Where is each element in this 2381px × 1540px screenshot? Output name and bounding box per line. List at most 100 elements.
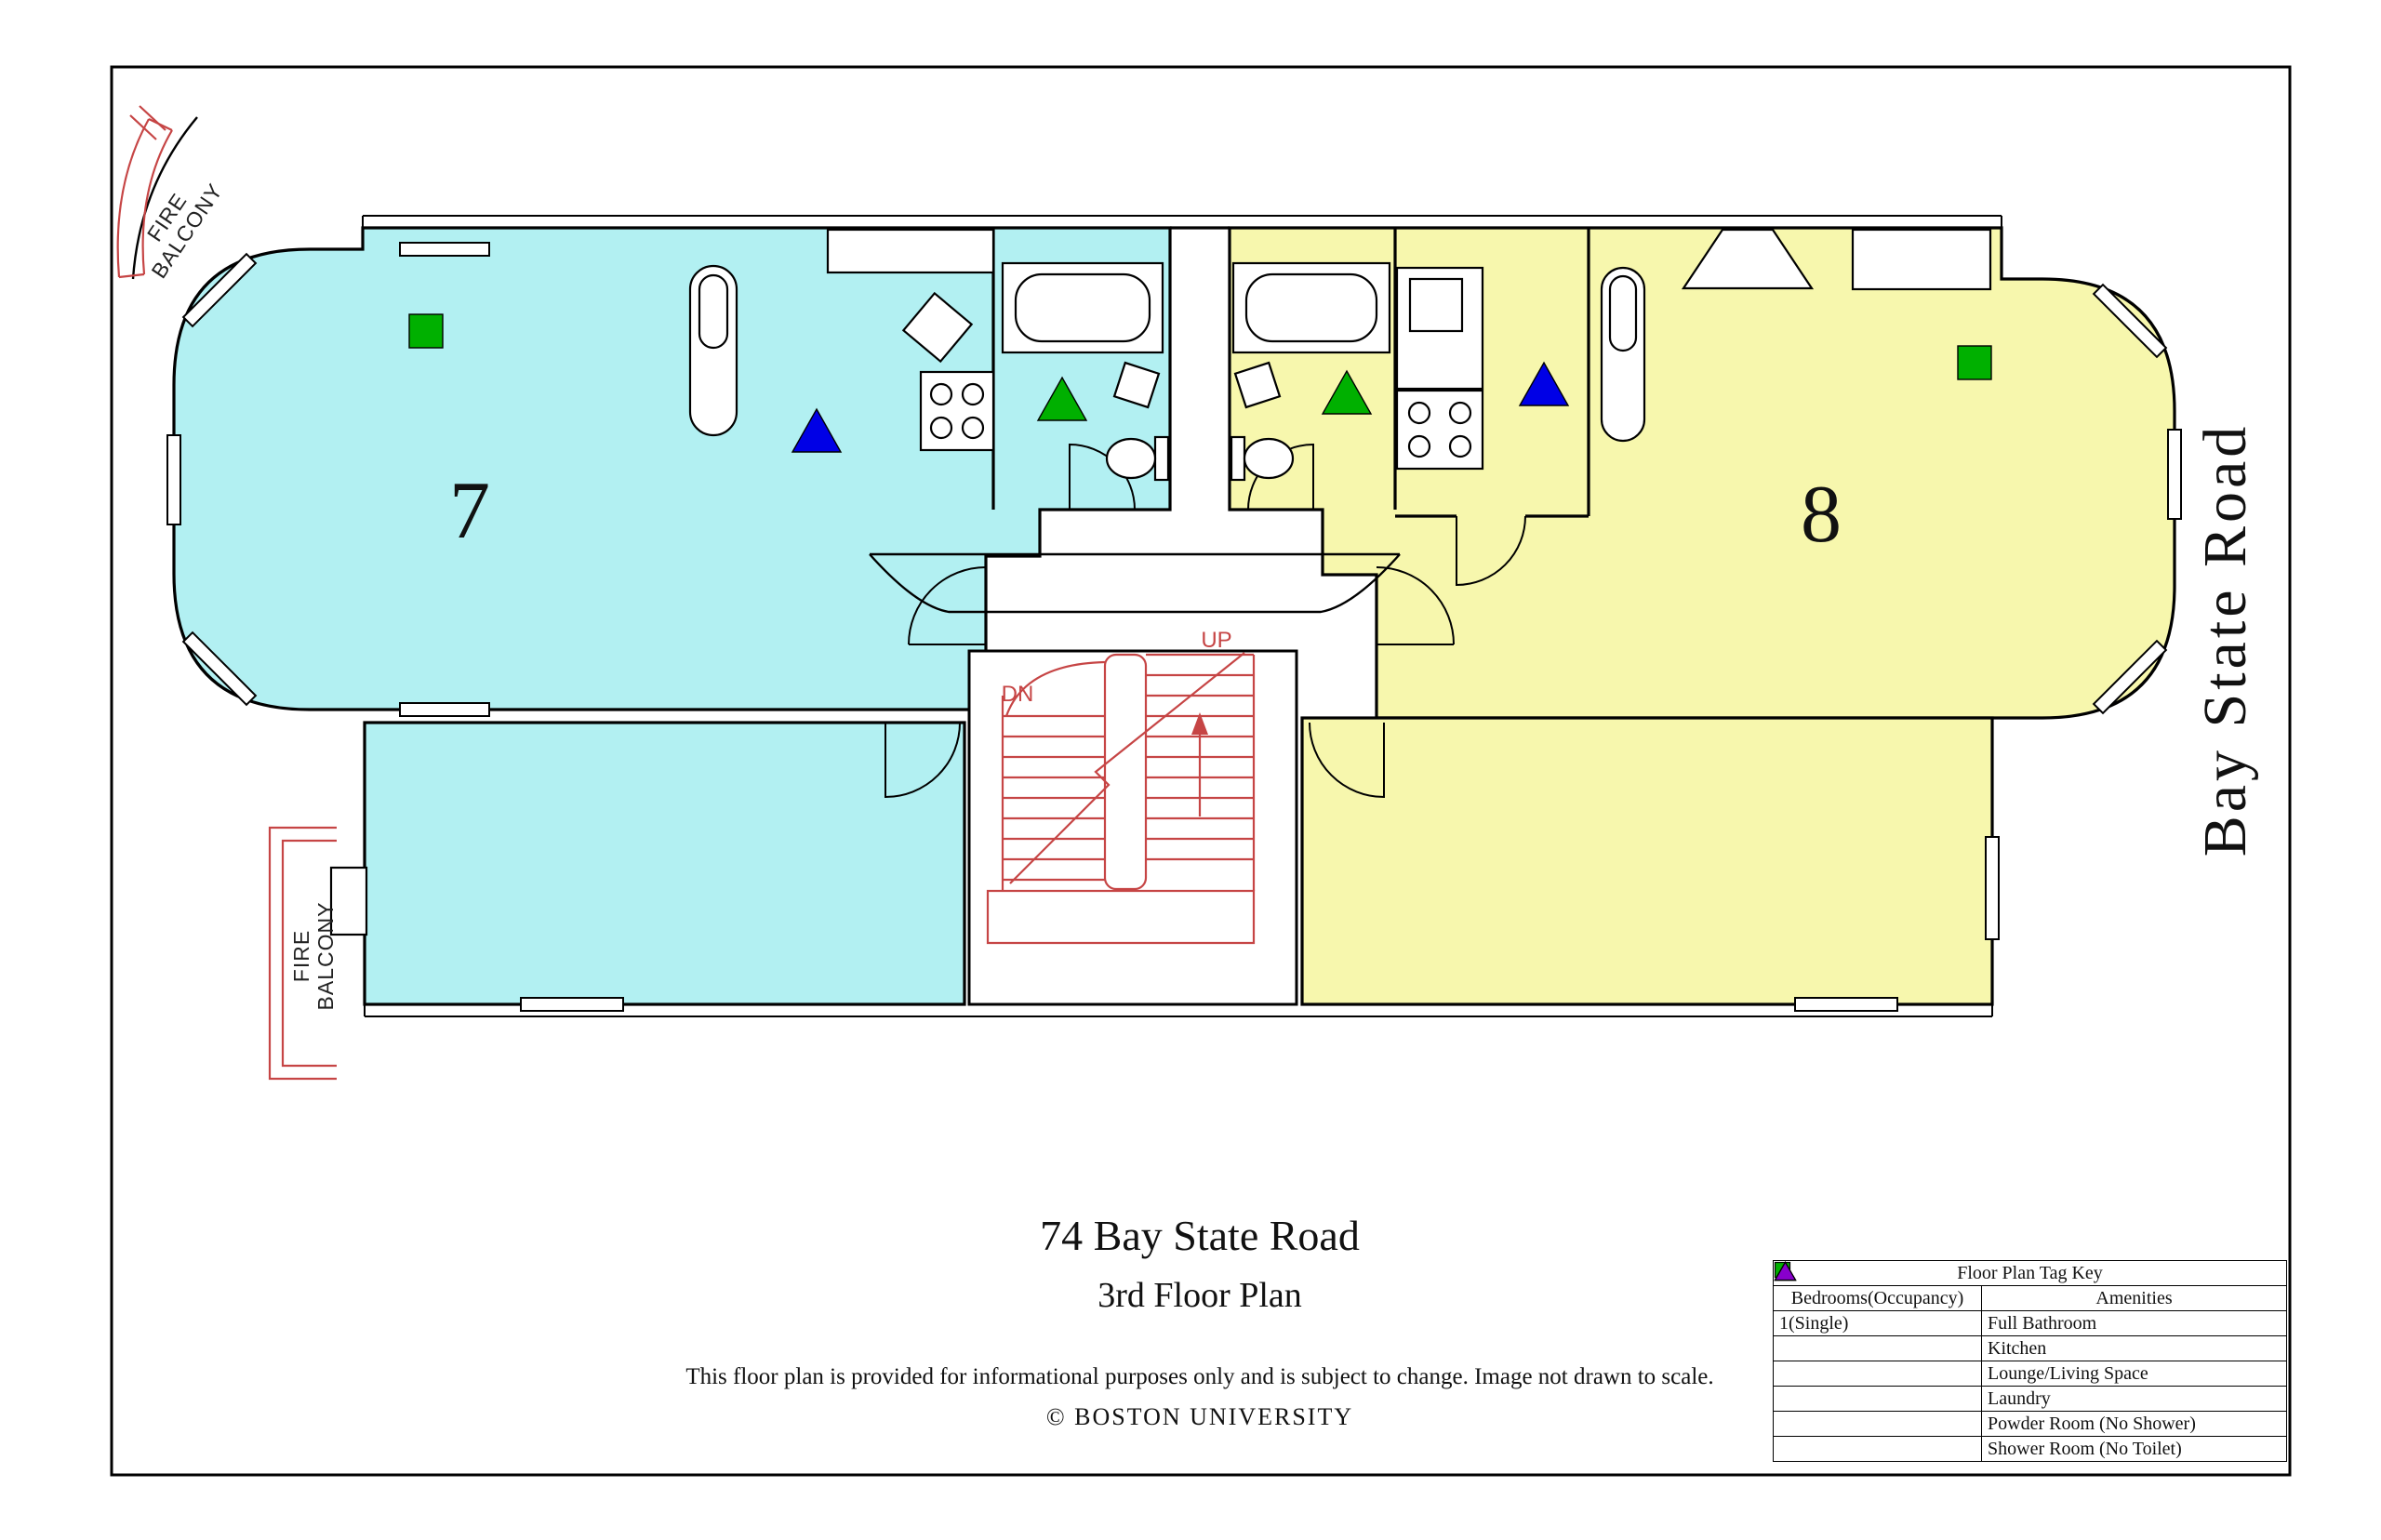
stair-stringers xyxy=(1001,655,1256,891)
fire-balcony-top xyxy=(116,105,173,279)
window xyxy=(2092,639,2168,715)
window xyxy=(181,631,258,707)
tag-key-col-amenities: Amenities xyxy=(1981,1285,2287,1311)
door-swing xyxy=(908,566,987,645)
window xyxy=(166,434,181,525)
stairs-up-label: UP xyxy=(1201,628,1231,653)
tag-key-amenity-row: Full Bathroom xyxy=(1773,1260,2287,1336)
tag-key-amenity-label: Kitchen xyxy=(1988,1337,2047,1359)
fixtures xyxy=(329,228,1992,936)
tag-key-bedroom-row: 1(Single) xyxy=(1773,1261,1982,1336)
kitchen-triangle-icon xyxy=(1518,361,1570,406)
tag-key-amenity-row: Lounge/Living Space xyxy=(1773,1260,2287,1387)
window xyxy=(520,997,624,1012)
tag-key-table: Floor Plan Tag Key Bedrooms(Occupancy) A… xyxy=(1773,1260,2287,1462)
outer-wall-double-line xyxy=(362,215,2002,1017)
unit-8-number: 8 xyxy=(1801,470,1842,560)
tag-key-empty-cell xyxy=(1773,1361,1982,1387)
unit-7-bedroom xyxy=(363,721,966,1006)
balcony-building-arc xyxy=(131,116,198,280)
burner xyxy=(929,382,953,406)
tag-key-bedroom-label: 1(Single) xyxy=(1779,1312,1849,1334)
window xyxy=(2167,429,2182,520)
balcony-inner-rail xyxy=(281,839,337,1068)
bay-alcove xyxy=(1681,228,1815,290)
stair-curve xyxy=(1004,660,1106,717)
burner xyxy=(1448,434,1472,458)
door-swing xyxy=(1309,722,1385,799)
windows xyxy=(166,242,2182,1012)
burner xyxy=(961,382,985,406)
hall-landing xyxy=(869,552,1401,614)
door-swing xyxy=(1376,566,1455,645)
stair-landing xyxy=(986,889,1256,945)
street-name-label: Bay State Road xyxy=(2191,423,2259,857)
fire-balcony-label-line1: FIRE xyxy=(289,930,313,982)
landing-edge-lower xyxy=(869,553,1401,614)
kitchen-sink xyxy=(1408,277,1464,333)
bathtub-basin xyxy=(1014,272,1151,343)
fire-balcony-bottom xyxy=(268,826,337,1081)
plan-title: 74 Bay State Road xyxy=(1040,1212,1360,1259)
tag-key-amenity-row: Laundry xyxy=(1773,1260,2287,1412)
toilet-bowl xyxy=(1243,437,1295,480)
tag-key-amenity-label: Full Bathroom xyxy=(1988,1312,2097,1334)
door-swing xyxy=(1456,515,1526,587)
burner xyxy=(1448,401,1472,425)
plan-markers xyxy=(408,313,1992,453)
sink xyxy=(1112,361,1161,409)
tag-key-empty-cell xyxy=(1773,1411,1982,1437)
window xyxy=(2092,283,2168,359)
unit-8-bedroom xyxy=(1300,716,1994,1006)
stove xyxy=(1395,389,1484,471)
closet xyxy=(1851,228,1992,291)
toilet-bowl xyxy=(1105,437,1157,480)
kitchen-triangle-icon xyxy=(791,407,843,453)
door-swing xyxy=(885,722,961,799)
kitchen-counter xyxy=(826,228,995,274)
tag-key-amenity-label: Powder Room (No Shower) xyxy=(1988,1413,2196,1434)
plan-subtitle: 3rd Floor Plan xyxy=(1097,1276,1302,1315)
tag-key-amenity-label: Shower Room (No Toilet) xyxy=(1988,1438,2182,1459)
stairs xyxy=(986,652,1256,945)
balcony-inner-rail xyxy=(141,129,173,275)
stairs-down-label: DN xyxy=(1002,682,1034,707)
tag-key-col-bedrooms: Bedrooms(Occupancy) xyxy=(1773,1285,1982,1311)
plan-disclaimer: This floor plan is provided for informat… xyxy=(685,1364,1714,1389)
balcony-door xyxy=(329,866,368,936)
tag-key-header: Floor Plan Tag Key xyxy=(1773,1260,2287,1286)
stair-break-line xyxy=(1009,652,1245,884)
window xyxy=(399,702,490,717)
burner xyxy=(1407,434,1431,458)
fire-balcony-label-line2: BALCONY xyxy=(313,902,338,1011)
burner xyxy=(929,416,953,440)
stair-arrow-head-icon xyxy=(1191,712,1208,735)
stove xyxy=(919,370,995,452)
tag-key-amenity-label: Lounge/Living Space xyxy=(1988,1362,2148,1384)
balcony-outer-rail xyxy=(268,826,337,1081)
fire-balcony-bottom-label: FIRE BALCONY xyxy=(289,902,338,1011)
window xyxy=(1985,836,2000,940)
window xyxy=(1794,997,1898,1012)
full-bathroom-triangle-icon xyxy=(1321,369,1373,415)
burner xyxy=(1407,401,1431,425)
single-bedroom-square-icon xyxy=(1957,345,1992,380)
tag-key-amenity-row: Shower Room (No Toilet) xyxy=(1773,1260,2287,1462)
balcony-outer-rail xyxy=(116,118,150,278)
tag-key-amenity-row: Powder Room (No Shower) xyxy=(1773,1260,2287,1437)
tag-key-empty-cell xyxy=(1773,1436,1982,1462)
single-bedroom-square-icon xyxy=(408,313,444,349)
bathtub-basin xyxy=(1244,272,1378,343)
sheet-border xyxy=(110,65,2292,1477)
burner xyxy=(961,416,985,440)
window xyxy=(399,242,490,257)
kitchen-island-basin xyxy=(698,273,729,350)
toilet-tank xyxy=(1153,435,1170,482)
tall-cabinet-basin xyxy=(1608,274,1638,352)
tag-key-amenity-label: Laundry xyxy=(1988,1387,2051,1409)
window xyxy=(181,252,258,328)
stair-rail xyxy=(1103,653,1148,891)
tag-key-empty-cell xyxy=(1773,1335,1982,1361)
